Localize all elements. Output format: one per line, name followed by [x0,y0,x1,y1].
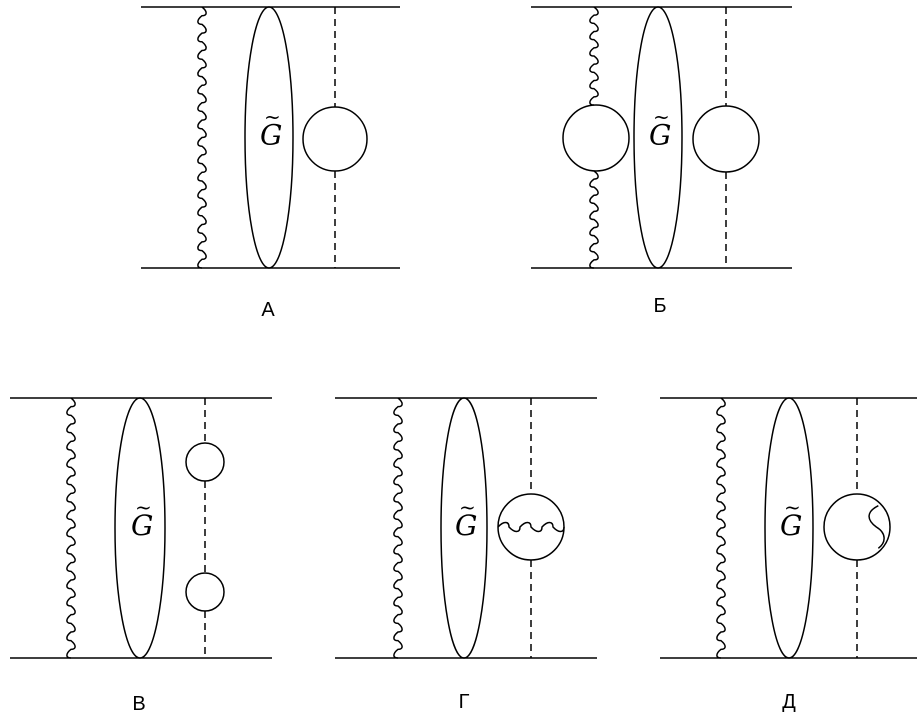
photon-line-lower [589,170,599,269]
panel-caption: Б [653,295,666,317]
diagram-panel-5: G~ Д [660,397,917,713]
tilde-accent: ~ [784,495,801,519]
panel-caption: А [261,299,275,321]
green-function-symbol: G [780,509,802,542]
photon-line-upper [589,6,599,106]
green-function-ellipse [440,397,488,659]
tilde-accent: ~ [653,105,670,129]
tilde-accent: ~ [135,495,152,519]
tilde-accent: ~ [264,105,281,129]
green-function-symbol: G [455,509,477,542]
green-function-ellipse [633,6,683,269]
diagram-panel-4: G~ Г [335,397,597,713]
green-function-symbol: G [649,119,671,152]
panel-caption: В [132,693,145,715]
polarization-loop [185,572,225,612]
diagram-panel-1: G~ А [141,6,400,321]
green-function-ellipse [244,6,294,269]
polarization-loop [185,442,225,482]
photon-line [197,6,207,269]
diagram-panel-2: G~ Б [531,6,792,317]
photon-line [66,397,76,659]
tilde-accent: ~ [459,495,476,519]
green-function-symbol: G [260,119,282,152]
green-function-ellipse [114,397,166,659]
polarization-loop [692,105,760,173]
panel-caption: Г [459,691,470,713]
internal-photon-line [497,521,565,533]
green-function-symbol: G [131,509,153,542]
polarization-loop [302,106,368,172]
photon-line [716,397,726,659]
polarization-loop [823,493,891,561]
green-function-ellipse [764,397,814,659]
panel-caption: Д [782,691,796,713]
photon-line [393,397,403,659]
diagram-panel-3: G~ В [10,397,272,715]
photon-self-energy-loop [562,104,630,172]
internal-photon-line [868,504,885,549]
